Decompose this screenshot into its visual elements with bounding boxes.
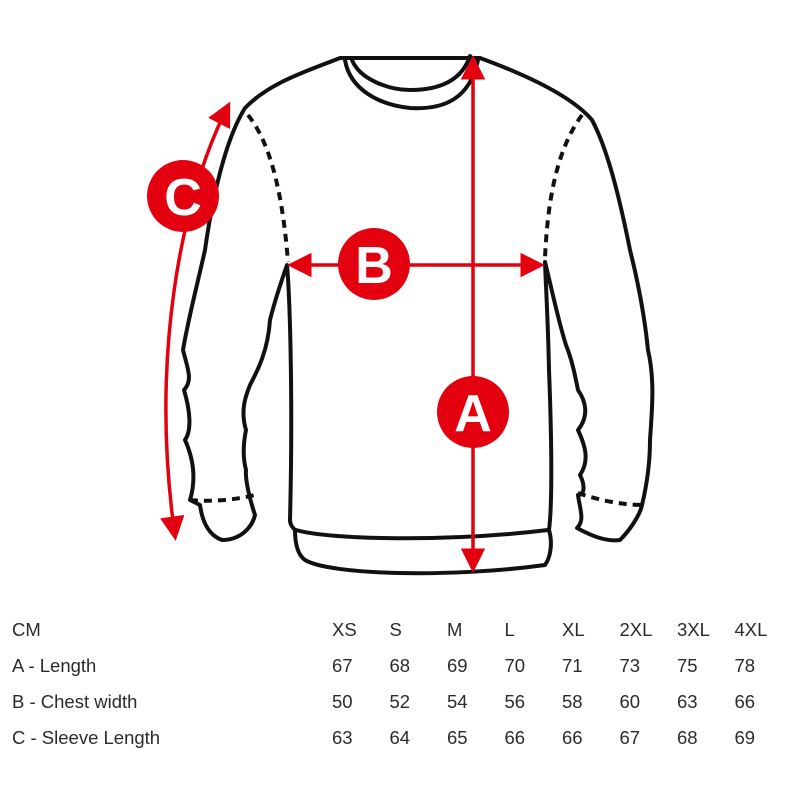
size-header-xl: XL — [562, 619, 585, 640]
sleeve-arrow — [160, 101, 231, 541]
seam-lines — [189, 113, 643, 507]
right-armhole-seam — [543, 113, 584, 259]
left-armhole-seam — [246, 113, 290, 263]
table-cell: 67 — [619, 727, 641, 748]
right-cuff-seam — [577, 491, 643, 507]
table-cell: 52 — [389, 691, 411, 712]
unit-header: CM — [12, 619, 41, 640]
badge-b-circle — [338, 228, 410, 300]
collar-inner — [350, 54, 472, 92]
sweatshirt-diagram: A B C — [147, 54, 655, 576]
table-cell: 58 — [562, 691, 583, 712]
table-cell: 63 — [677, 691, 698, 712]
badge-a-letter: A — [454, 385, 492, 443]
table-cell: 64 — [389, 727, 411, 748]
table-cell: 66 — [504, 727, 526, 748]
size-header-s: S — [389, 619, 402, 640]
table-row-length: A - Length 67 68 69 70 71 73 75 78 — [12, 648, 792, 684]
waistband-line — [294, 528, 550, 541]
table-header-row: CM XS S M L XL 2XL 3XL 4XL — [12, 612, 792, 648]
table-cell: 73 — [619, 655, 641, 676]
table-cell: 71 — [562, 655, 583, 676]
table-cell: 69 — [447, 655, 468, 676]
table-cell: 67 — [332, 655, 353, 676]
row-label: B - Chest width — [12, 691, 138, 712]
table-cell: 66 — [562, 727, 583, 748]
table-cell: 60 — [619, 691, 641, 712]
table-cell: 65 — [447, 727, 468, 748]
table-cell: 75 — [677, 655, 698, 676]
table-row-sleeve-length: C - Sleeve Length 63 64 65 66 66 67 68 6… — [12, 720, 792, 756]
table-cell: 56 — [504, 691, 526, 712]
left-cuff-seam — [189, 493, 256, 503]
row-label: C - Sleeve Length — [12, 727, 161, 748]
size-header-3xl: 3XL — [677, 619, 710, 640]
table-cell: 68 — [677, 727, 698, 748]
badge-b: B — [338, 228, 410, 300]
badge-b-letter: B — [355, 237, 393, 295]
measurement-arrows — [160, 55, 545, 573]
table-row-chest-width: B - Chest width 50 52 54 56 58 60 63 66 — [12, 684, 792, 720]
row-label: A - Length — [12, 655, 97, 676]
size-header-l: L — [504, 619, 515, 640]
size-header-m: M — [447, 619, 463, 640]
badge-c: C — [147, 160, 219, 232]
size-header-4xl: 4XL — [734, 619, 768, 640]
table-cell: 54 — [447, 691, 468, 712]
table-cell: 63 — [332, 727, 353, 748]
table-cell: 70 — [504, 655, 526, 676]
table-cell: 66 — [734, 691, 756, 712]
table-cell: 50 — [332, 691, 353, 712]
badge-a-circle — [437, 376, 509, 448]
table-cell: 78 — [734, 655, 756, 676]
table-cell: 68 — [389, 655, 411, 676]
badge-c-letter: C — [164, 169, 202, 227]
collar-outer — [343, 58, 480, 111]
badge-c-circle — [147, 160, 219, 232]
badge-a: A — [437, 376, 509, 448]
table-cell: 69 — [734, 727, 756, 748]
size-header-xs: XS — [332, 619, 357, 640]
size-header-2xl: 2XL — [619, 619, 653, 640]
size-chart-table: CM XS S M L XL 2XL 3XL 4XL A - Length 67… — [12, 612, 792, 756]
